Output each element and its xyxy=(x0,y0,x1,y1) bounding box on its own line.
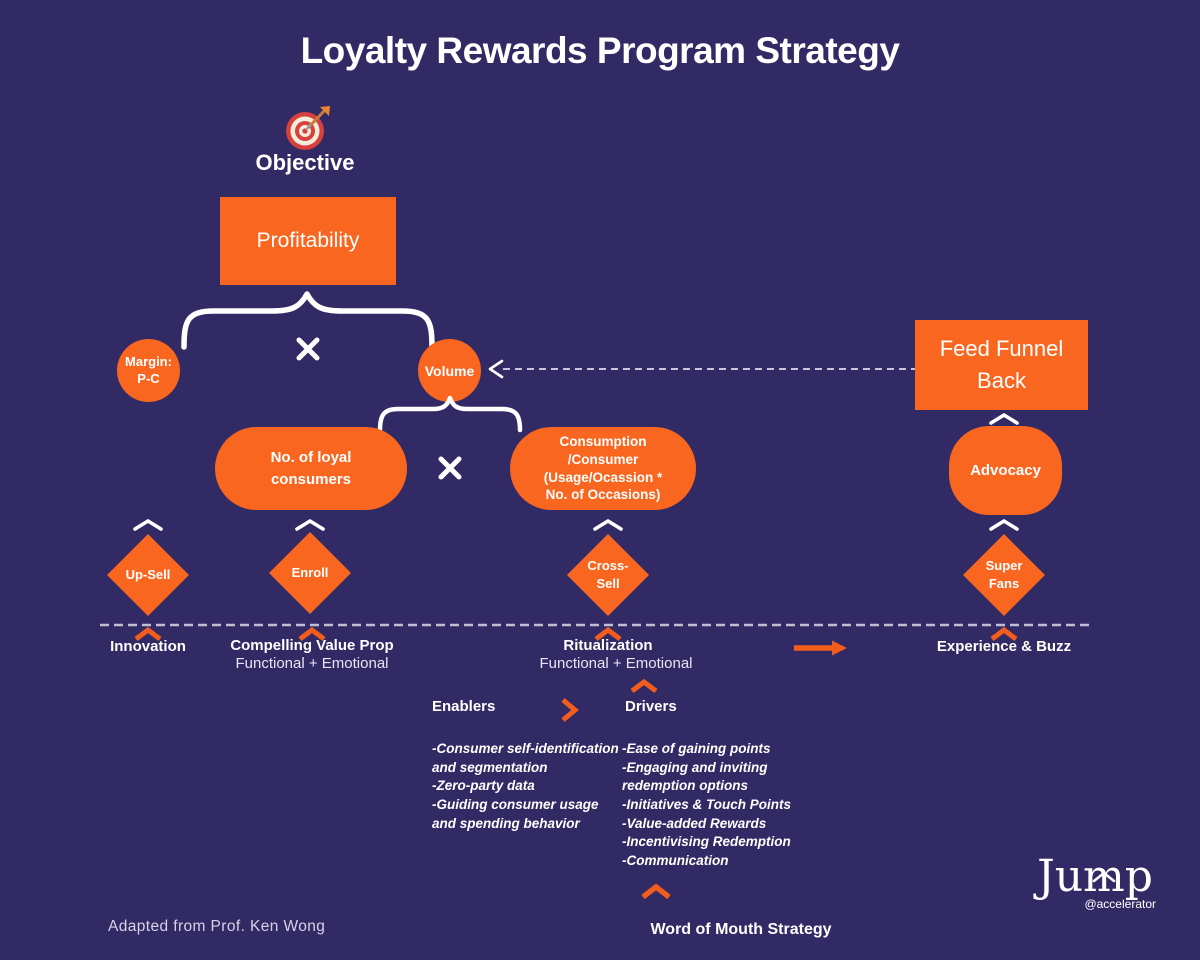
node-volume: Volume xyxy=(418,339,481,402)
foundation-ritualization-sub: Functional + Emotional xyxy=(539,655,693,672)
foundation-value-prop: Compelling Value Prop xyxy=(230,637,394,654)
node-profitability: Profitability xyxy=(220,197,396,285)
node-margin: Margin: P-C xyxy=(117,339,180,402)
chevron-up-icon xyxy=(987,517,1021,538)
word-of-mouth-label: Word of Mouth Strategy xyxy=(650,921,832,938)
objective-label: Objective xyxy=(255,150,355,175)
node-feed-funnel-back: Feed Funnel Back xyxy=(915,320,1088,410)
enablers-list: -Consumer self-identification and segmen… xyxy=(432,740,619,833)
diamond-label: Cross- Sell xyxy=(587,558,629,591)
roof-icon xyxy=(1092,847,1116,891)
arrow-right-icon xyxy=(792,640,848,661)
logo-subtext: @accelerator xyxy=(1084,897,1156,911)
diamond-cross-sell: Cross- Sell xyxy=(566,531,650,619)
node-advocacy: Advocacy xyxy=(949,426,1062,515)
list-item: -Communication xyxy=(622,852,729,868)
foundation-value-prop-sub: Functional + Emotional xyxy=(235,655,389,672)
chevron-up-icon xyxy=(591,517,625,538)
diamond-label: Up-Sell xyxy=(125,567,171,583)
diamond-label: Super Fans xyxy=(985,558,1023,591)
diamond-super-fans: Super Fans xyxy=(962,531,1046,619)
list-item: -Ease of gaining points xyxy=(622,741,771,756)
chevron-up-icon xyxy=(592,626,624,647)
diamond-label: Enroll xyxy=(291,565,329,581)
chevron-up-icon xyxy=(628,678,660,699)
list-item: -Zero-party data xyxy=(432,778,535,794)
foundation-ritualization: Ritualization xyxy=(563,637,653,654)
chevron-up-icon xyxy=(987,411,1021,432)
list-item: -Initiatives & Touch Points xyxy=(622,796,792,812)
chevron-up-icon xyxy=(988,626,1020,647)
jump-logo: Jump @accelerator xyxy=(1030,855,1160,912)
node-loyal-consumers: No. of loyal consumers xyxy=(215,427,407,510)
foundation-experience-buzz: Experience & Buzz xyxy=(936,638,1072,655)
dashed-separator xyxy=(100,615,1090,633)
brace-profitability-icon xyxy=(178,290,438,357)
dashed-arrow-left-icon xyxy=(483,359,915,384)
chevron-up-icon xyxy=(293,517,327,538)
list-item: -Guiding consumer usage and spending beh… xyxy=(432,796,599,831)
diamond-enroll: Enroll xyxy=(268,529,352,617)
credit-text: Adapted from Prof. Ken Wong xyxy=(108,918,326,935)
chevron-up-icon xyxy=(132,626,164,647)
chevron-right-icon xyxy=(558,696,580,729)
list-item: -Engaging and inviting redemption option… xyxy=(622,759,768,794)
page-title: Loyalty Rewards Program Strategy xyxy=(300,30,900,71)
list-item: -Value-added Rewards xyxy=(622,815,767,831)
enablers-heading: Enablers xyxy=(432,698,496,715)
logo-wordmark: Jump xyxy=(1037,855,1153,899)
multiply-icon xyxy=(294,335,322,368)
node-consumption: Consumption /Consumer (Usage/Ocassion * … xyxy=(510,427,696,510)
chevron-up-icon xyxy=(639,883,673,906)
chevron-up-icon xyxy=(131,517,165,538)
chevron-up-icon xyxy=(296,626,328,647)
list-item: -Incentivising Redemption xyxy=(622,834,791,850)
target-icon xyxy=(283,106,331,152)
list-item: -Consumer self-identification and segmen… xyxy=(432,741,619,775)
diamond-up-sell: Up-Sell xyxy=(106,531,190,619)
multiply-icon xyxy=(436,454,464,487)
drivers-heading: Drivers xyxy=(625,698,677,715)
foundation-innovation: Innovation xyxy=(110,638,186,655)
brace-volume-icon xyxy=(375,393,525,438)
drivers-list: -Ease of gaining points -Engaging and in… xyxy=(622,740,834,870)
